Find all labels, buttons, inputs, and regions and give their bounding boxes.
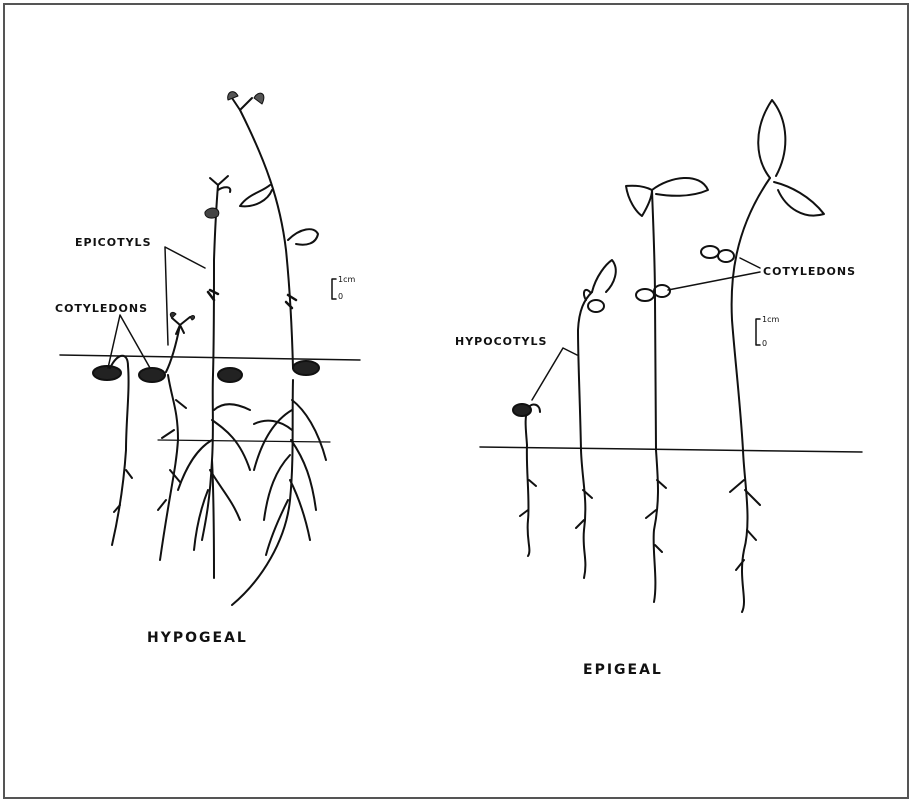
hypogeal-seedling-1 bbox=[93, 356, 132, 545]
cotyledons-left-label: COTYLEDONS bbox=[55, 302, 148, 315]
scale-bar-right-top: 1cm bbox=[762, 315, 779, 325]
epigeal-seedling-1 bbox=[513, 404, 540, 556]
cotyledon-seed bbox=[139, 368, 165, 382]
hypocotyls-pointer bbox=[532, 348, 577, 400]
hypogeal-panel bbox=[60, 92, 360, 605]
cotyledon bbox=[636, 289, 654, 301]
scale-bar-left bbox=[332, 279, 336, 299]
cotyledon bbox=[701, 246, 719, 258]
epicotyls-pointer bbox=[165, 247, 205, 345]
hypogeal-seedling-2 bbox=[139, 312, 195, 560]
scale-bar-left-bottom: 0 bbox=[338, 292, 343, 302]
cotyledons-right-label: COTYLEDONS bbox=[763, 265, 856, 278]
hypocotyls-label: HYPOCOTYLS bbox=[455, 335, 547, 348]
cotyledons-right-pointer bbox=[668, 258, 760, 290]
cotyledon-seed bbox=[293, 361, 319, 375]
scale-bar-left-top: 1cm bbox=[338, 275, 355, 285]
epigeal-seedling-4 bbox=[701, 100, 824, 612]
hypogeal-seedling-3 bbox=[178, 176, 250, 578]
scale-bar-right-bottom: 0 bbox=[762, 339, 767, 349]
cotyledon bbox=[654, 285, 670, 297]
hypogeal-seedling-4 bbox=[228, 92, 326, 605]
epigeal-label: EPIGEAL bbox=[583, 662, 663, 678]
soil-line-hypogeal bbox=[60, 355, 360, 360]
cotyledon-seed bbox=[218, 368, 242, 382]
epicotyls-label: EPICOTYLS bbox=[75, 236, 152, 249]
soil-line-epigeal bbox=[480, 447, 862, 452]
hypogeal-label: HYPOGEAL bbox=[147, 630, 248, 646]
cotyledon bbox=[718, 250, 734, 262]
cotyledon bbox=[588, 300, 604, 312]
cotyledon bbox=[513, 404, 531, 416]
scale-bar-right bbox=[756, 319, 760, 345]
epigeal-panel bbox=[480, 100, 862, 612]
epigeal-seedling-3 bbox=[626, 178, 708, 602]
epigeal-seedling-2 bbox=[576, 260, 616, 578]
cotyledon-seed bbox=[93, 366, 121, 380]
root-zone-line-hypogeal bbox=[158, 440, 330, 442]
